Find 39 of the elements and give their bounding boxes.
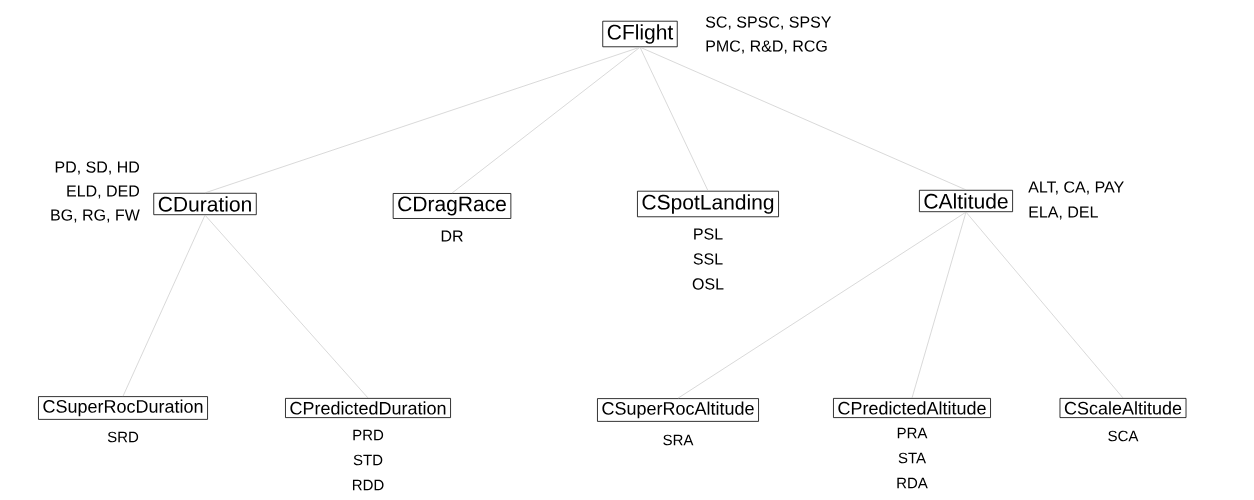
annotation-text: ALT, CA, PAY	[1028, 181, 1124, 195]
connector-line	[122, 214, 206, 397]
connector-line	[451, 46, 641, 194]
annotation-text: PMC, R&D, RCG	[706, 40, 827, 54]
annotation-text: STA	[898, 452, 926, 464]
annotation-text: PRD	[353, 429, 384, 441]
class-box: CDragRace	[392, 193, 512, 219]
connector-line	[639, 46, 709, 192]
annotation-text: RDD	[353, 479, 384, 491]
annotation-text: SRA	[663, 434, 694, 446]
class-box: CFlight	[602, 20, 678, 48]
annotation-text: STD	[353, 454, 383, 466]
class-box: CSpotLanding	[637, 190, 779, 218]
connector-line	[965, 211, 1124, 399]
annotation-text: SCA	[1108, 430, 1139, 442]
class-box: CSuperRocAltitude	[597, 398, 759, 422]
annotation-text: PSL	[694, 228, 723, 240]
class-box: CAltitude	[919, 189, 1013, 213]
annotation-text: BG, RG, FW	[51, 209, 140, 223]
connector-line	[677, 211, 967, 399]
connector-line	[204, 214, 369, 399]
annotation-text: SRD	[107, 431, 139, 443]
annotation-text: PRA	[897, 427, 928, 439]
annotation-text: PD, SD, HD	[55, 161, 140, 175]
annotation-text: ELD, DED	[67, 185, 140, 199]
connector-line	[911, 211, 967, 399]
class-box: CSuperRocDuration	[38, 396, 208, 420]
connector-line	[639, 46, 967, 191]
annotation-text: DR	[441, 230, 463, 242]
class-box: CDuration	[153, 192, 257, 216]
annotation-text: SC, SPSC, SPSY	[705, 16, 832, 30]
class-box: CScaleAltitude	[1059, 398, 1187, 418]
annotation-text: SSL	[693, 253, 723, 265]
class-box: CPredictedAltitude	[833, 398, 991, 418]
annotation-text: ELA, DEL	[1029, 206, 1098, 220]
annotation-text: RDA	[897, 477, 928, 489]
connector-line	[204, 46, 641, 194]
class-box: CPredictedDuration	[285, 398, 451, 418]
annotation-text: OSL	[692, 278, 724, 290]
